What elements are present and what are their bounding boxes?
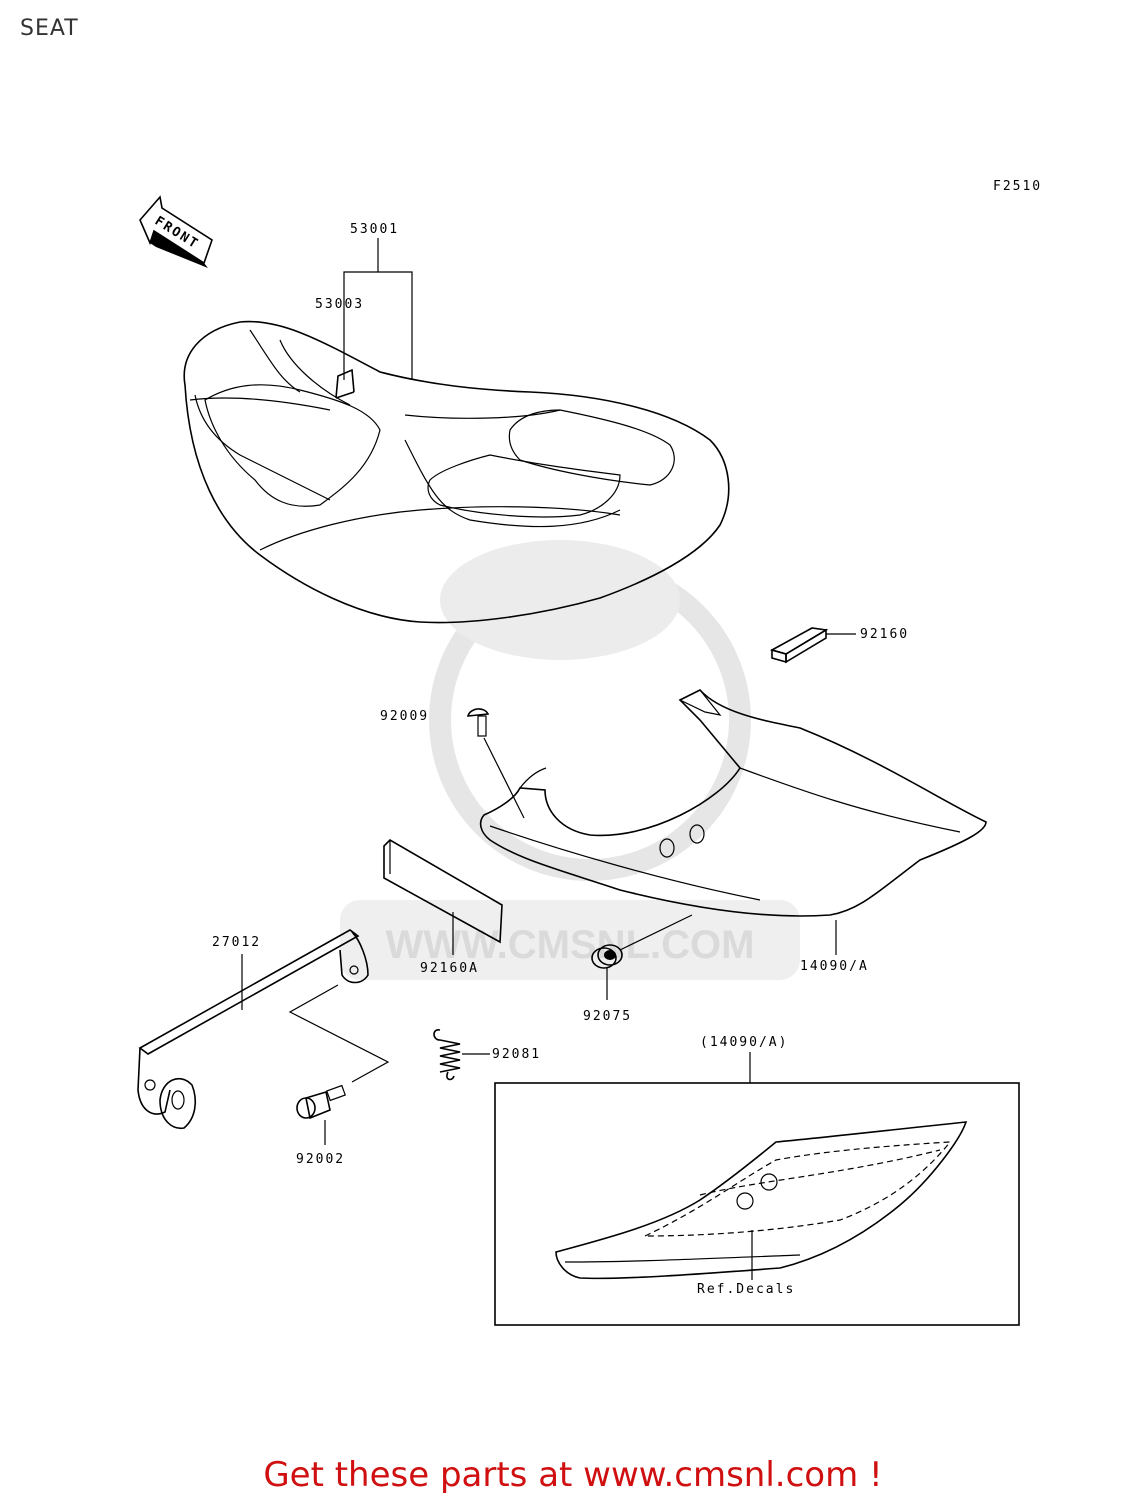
front-arrow-icon: FRONT [139,195,213,268]
part-label-92009: 92009 [380,709,429,724]
part-label-92081: 92081 [492,1047,541,1062]
page-title: SEAT [20,16,79,41]
screw-92009 [466,708,490,737]
part-label-92160a: 92160A [420,961,479,976]
spring-92081 [433,1029,461,1081]
inset-box [494,1082,1020,1326]
watermark: WWW.CMSNL.COM [340,540,800,980]
part-label-53001: 53001 [350,222,399,237]
part-label-92160: 92160 [860,627,909,642]
bolt-92002 [296,1084,346,1120]
part-label-53003: 53003 [315,297,364,312]
watermark-text: WWW.CMSNL.COM [386,923,755,967]
bracket-27012 [137,929,369,1129]
part-label-27012: 27012 [212,935,261,950]
ref-decals-label: Ref.Decals [697,1282,795,1297]
part-label-14090a: 14090/A [800,959,869,974]
inset-cowl-drawing [555,1121,968,1280]
seat-cowl-drawing [479,689,987,917]
figure-code: F2510 [993,179,1042,194]
pad-92160 [769,627,829,664]
part-label-92075: 92075 [583,1009,632,1024]
pad-92160a [383,838,503,944]
grommet-92075 [591,944,623,969]
footer-link[interactable]: Get these parts at www.cmsnl.com ! [263,1455,883,1495]
part-label-92002: 92002 [296,1152,345,1167]
seat-drawing [183,320,730,624]
inset-label: (14090/A) [700,1035,788,1050]
